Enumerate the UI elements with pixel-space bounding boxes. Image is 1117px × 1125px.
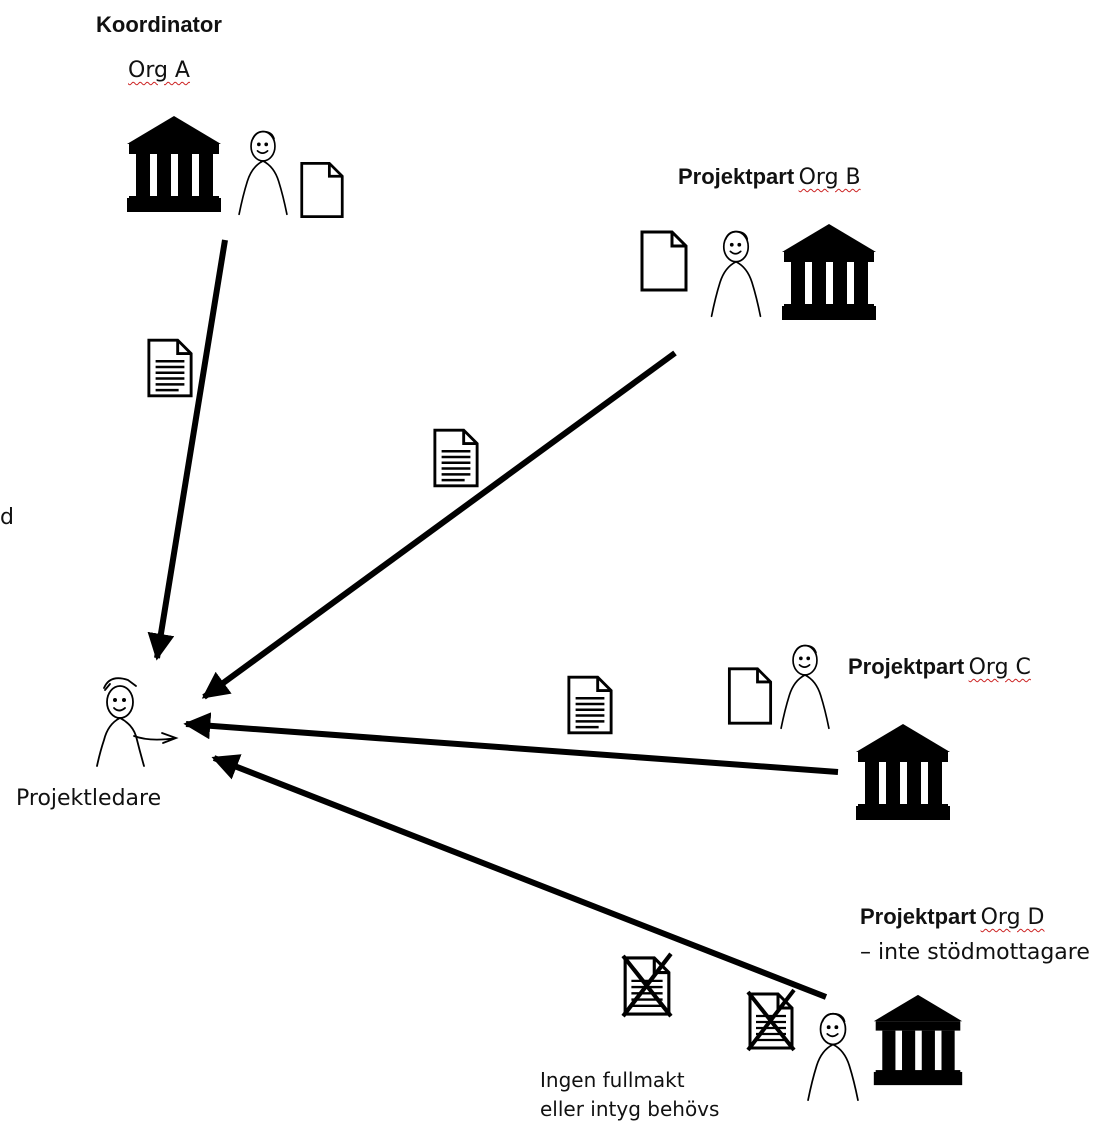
org-d-role: Projektpart bbox=[860, 904, 977, 929]
crossed-document-icon bbox=[746, 988, 796, 1052]
project-leader-label: Projektledare bbox=[16, 786, 162, 811]
arrow-from-org-c bbox=[183, 712, 839, 775]
arrow-from-org-d bbox=[211, 754, 828, 1000]
org-d-note: – inte stödmottagare bbox=[860, 940, 1090, 965]
document-icon bbox=[300, 161, 344, 219]
institution-icon bbox=[782, 224, 876, 320]
org-a-name-label: Org A bbox=[128, 58, 190, 83]
document-lines-icon bbox=[433, 428, 479, 488]
org-b-role: Projektpart bbox=[678, 164, 795, 189]
institution-icon bbox=[127, 116, 221, 212]
document-icon bbox=[640, 230, 688, 292]
arrow-from-org-a bbox=[147, 239, 228, 661]
no-document-note-line2: eller intyg behövs bbox=[540, 1097, 720, 1121]
org-c-label: Projektpart Org C bbox=[848, 654, 1031, 680]
institution-icon bbox=[856, 724, 950, 820]
project-leader-figure bbox=[96, 677, 179, 767]
org-d-label: Projektpart Org D bbox=[860, 904, 1044, 930]
org-a-role-label: Koordinator bbox=[96, 12, 222, 37]
institution-icon bbox=[873, 994, 963, 1086]
arrow-from-org-b bbox=[201, 350, 677, 700]
org-c-org: Org C bbox=[968, 655, 1031, 680]
org-a-org-word: Org A bbox=[128, 58, 190, 83]
org-c-role: Projektpart bbox=[848, 654, 965, 679]
document-lines-icon bbox=[147, 338, 193, 398]
left-edge-text-fragment: d bbox=[0, 505, 14, 530]
crossed-document-icon bbox=[623, 954, 671, 1016]
person-icon bbox=[710, 230, 762, 318]
org-b-org: Org B bbox=[798, 165, 861, 190]
org-d-org: Org D bbox=[980, 905, 1045, 930]
person-icon bbox=[238, 130, 288, 216]
document-lines-icon bbox=[567, 675, 613, 735]
no-document-note-line1: Ingen fullmakt bbox=[540, 1068, 685, 1092]
person-icon bbox=[780, 644, 830, 730]
org-b-label: Projektpart Org B bbox=[678, 164, 861, 190]
person-icon bbox=[807, 1012, 859, 1102]
document-icon bbox=[727, 667, 773, 725]
